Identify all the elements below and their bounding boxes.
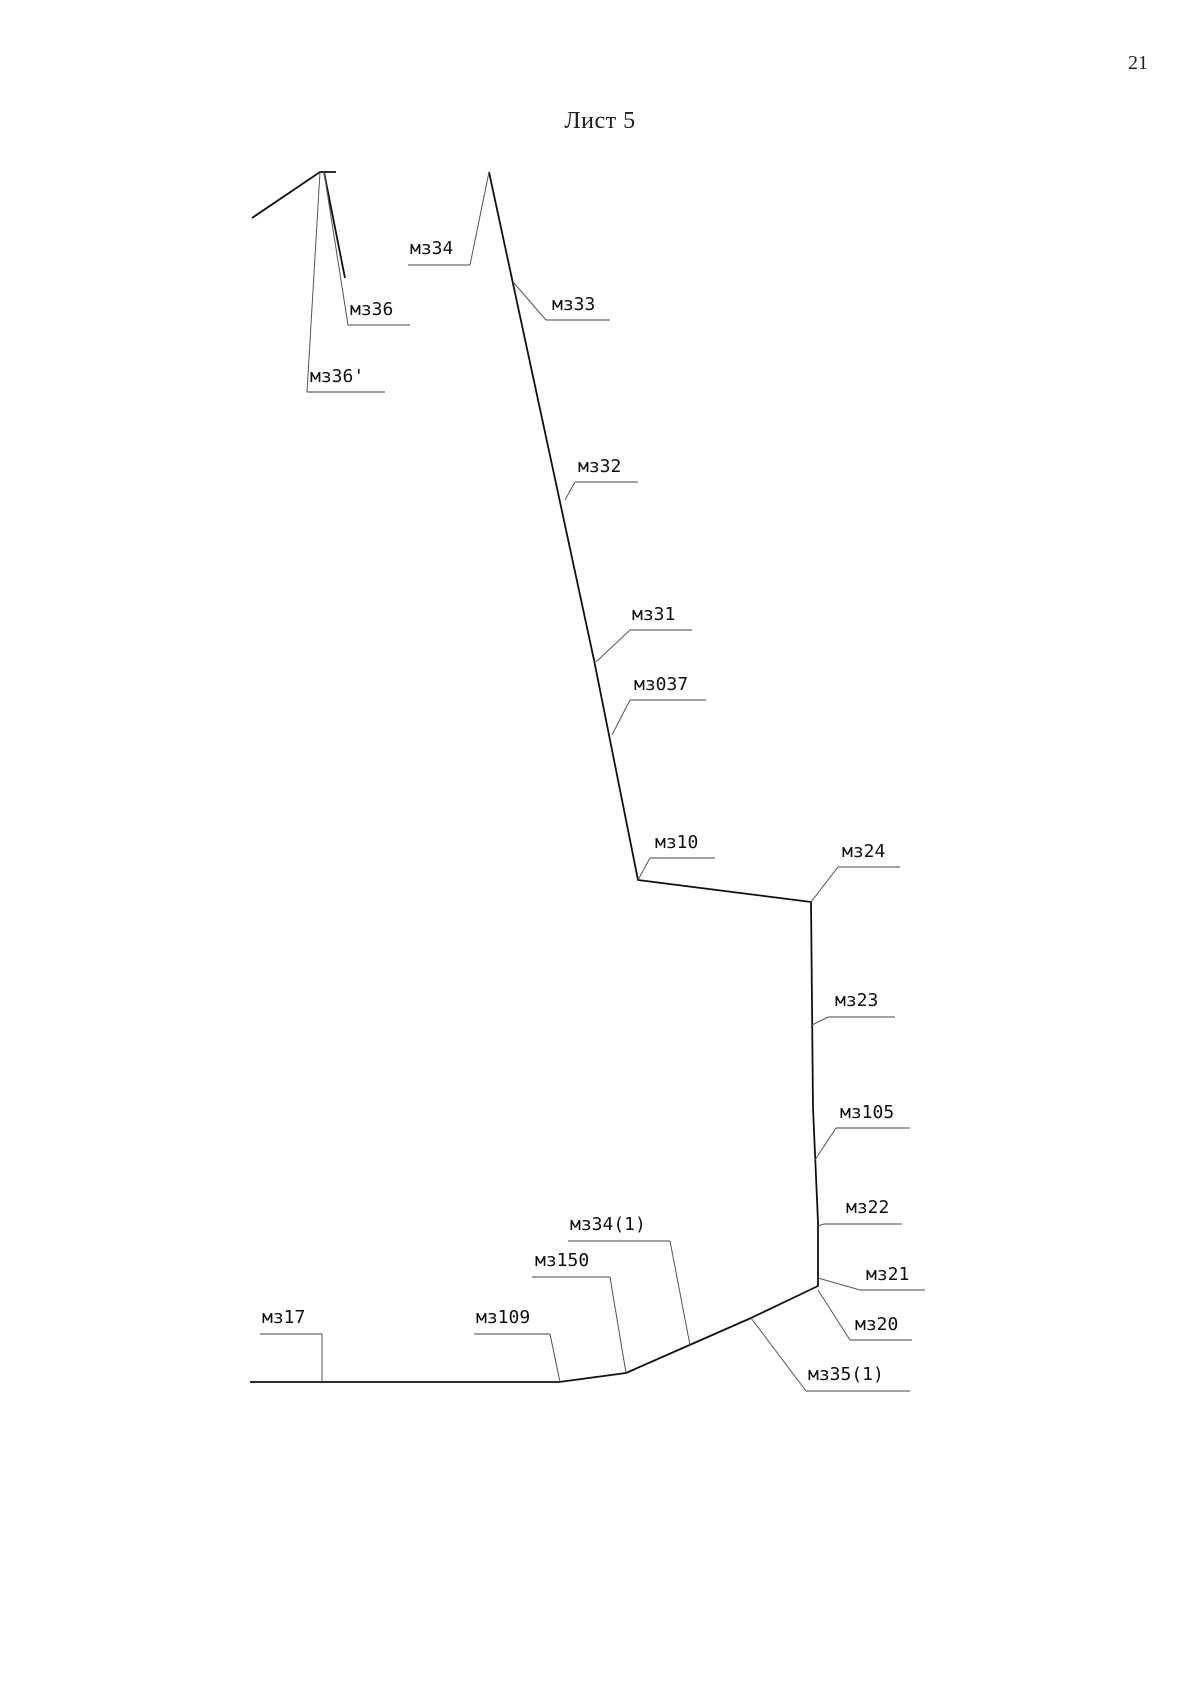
svg-text:мз23: мз23 (835, 990, 878, 1011)
svg-text:мз22: мз22 (846, 1197, 889, 1218)
label-mz36-prime: мз36' (306, 171, 385, 393)
label-mz105: мз105 (814, 1102, 910, 1161)
label-mz35-1: мз35(1) (750, 1317, 910, 1392)
svg-text:мз150: мз150 (535, 1250, 589, 1271)
label-mz36: мз36 (323, 171, 410, 326)
sheet-title: Лист 5 (564, 108, 636, 134)
svg-text:мз32: мз32 (578, 456, 621, 477)
svg-text:мз36: мз36 (350, 299, 393, 320)
label-mz17: мз17 (260, 1307, 323, 1382)
label-mz21: мз21 (817, 1264, 925, 1291)
svg-text:мз34(1): мз34(1) (570, 1214, 646, 1235)
label-mz20: мз20 (817, 1289, 912, 1341)
svg-text:мз20: мз20 (855, 1314, 898, 1335)
label-mz32: мз32 (564, 456, 638, 501)
boundary-main-line (250, 171, 819, 1383)
page-number: 21 (1128, 52, 1148, 74)
label-mz33: мз33 (512, 281, 610, 321)
label-mz34: мз34 (408, 171, 490, 266)
svg-text:мз105: мз105 (840, 1102, 894, 1123)
svg-text:мз10: мз10 (655, 832, 698, 853)
label-mz31: мз31 (595, 604, 692, 663)
svg-text:мз34: мз34 (410, 238, 453, 259)
svg-text:мз24: мз24 (842, 841, 885, 862)
svg-text:мз21: мз21 (866, 1264, 909, 1285)
label-mz22: мз22 (817, 1197, 902, 1227)
svg-text:мз31: мз31 (632, 604, 675, 625)
label-mz150: мз150 (532, 1250, 627, 1374)
svg-text:мз037: мз037 (634, 674, 688, 695)
label-mz34-1: мз34(1) (568, 1214, 691, 1346)
boundary-fragment-line (251, 171, 336, 219)
label-mz24: мз24 (810, 841, 900, 903)
label-mz23: мз23 (811, 990, 895, 1026)
svg-text:мз35(1): мз35(1) (808, 1364, 884, 1385)
label-mz10: мз10 (637, 832, 715, 881)
svg-text:мз36': мз36' (310, 366, 364, 387)
label-mz109: мз109 (474, 1307, 561, 1383)
boundary-fragment-spur (323, 171, 346, 279)
svg-text:мз17: мз17 (262, 1307, 305, 1328)
svg-text:мз109: мз109 (476, 1307, 530, 1328)
label-mz037: мз037 (611, 674, 706, 736)
svg-text:мз33: мз33 (552, 294, 595, 315)
